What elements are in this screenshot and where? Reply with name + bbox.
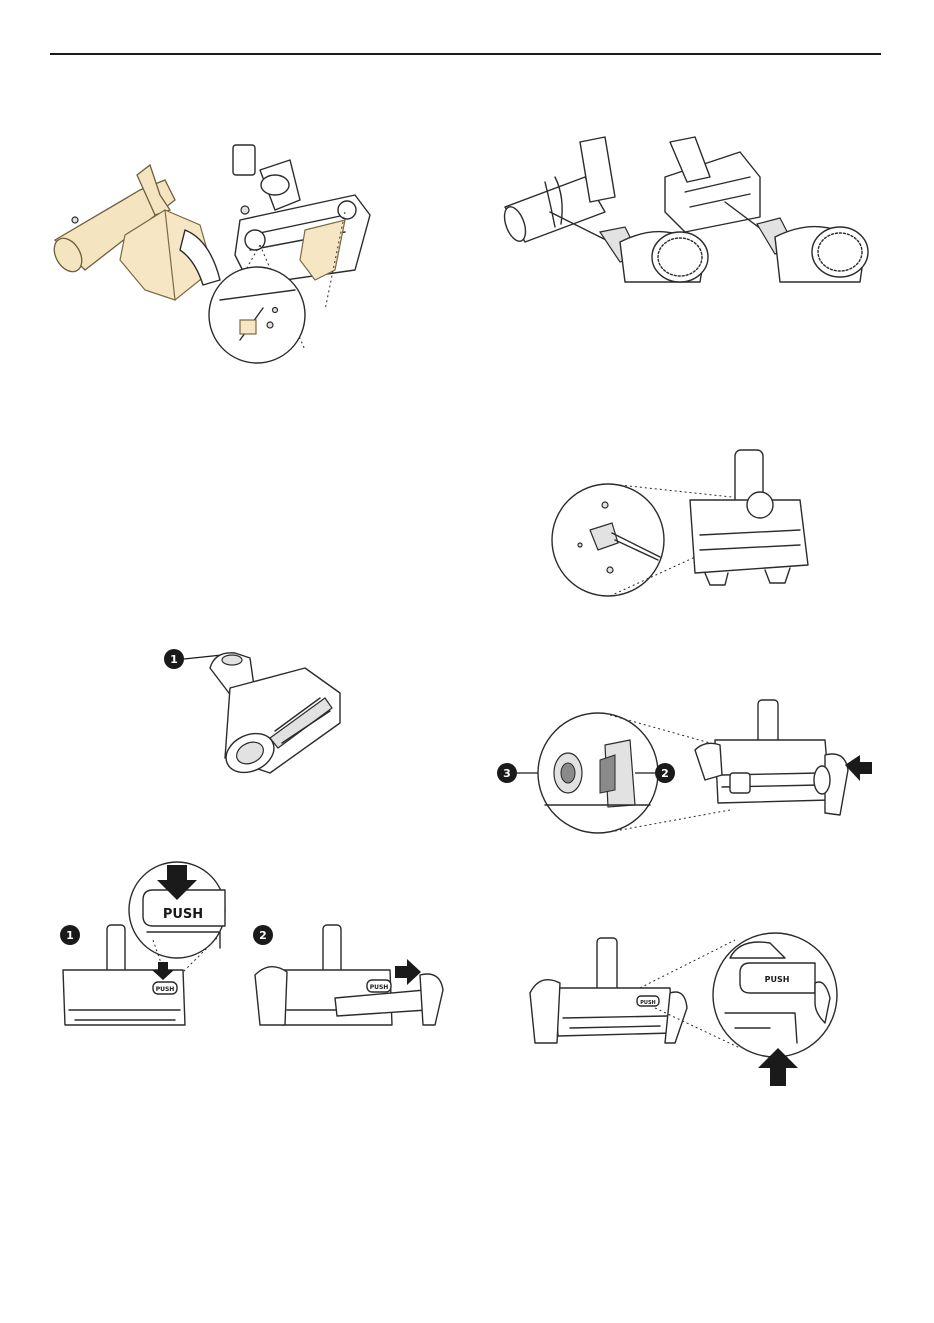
illustration-push-and-remove-roll: 1 PUSH PUSH 2 PUSH xyxy=(55,860,455,1040)
svg-text:1: 1 xyxy=(66,929,74,942)
illustration-reinsert-brush-roll: PUSH PUSH xyxy=(525,918,855,1093)
arrow-right-icon xyxy=(395,959,421,985)
illustration-cut-hair-from-brush xyxy=(495,132,890,287)
svg-text:2: 2 xyxy=(661,767,669,780)
svg-text:PUSH: PUSH xyxy=(370,984,389,991)
svg-text:1: 1 xyxy=(170,653,178,666)
arrow-left-icon xyxy=(845,755,872,781)
illustration-wipe-tube-and-head xyxy=(25,140,405,365)
illustration-brush-head-button: 1 xyxy=(160,643,360,783)
illustration-remove-debris-tweezers xyxy=(550,445,820,615)
svg-text:PUSH: PUSH xyxy=(640,1000,656,1006)
illustration-release-brush-lock: 3 2 xyxy=(490,695,875,840)
svg-text:PUSH: PUSH xyxy=(163,907,203,922)
svg-text:2: 2 xyxy=(259,929,267,942)
svg-text:3: 3 xyxy=(503,767,511,780)
svg-text:PUSH: PUSH xyxy=(765,975,790,984)
header-rule xyxy=(50,53,881,55)
svg-text:PUSH: PUSH xyxy=(156,986,175,993)
